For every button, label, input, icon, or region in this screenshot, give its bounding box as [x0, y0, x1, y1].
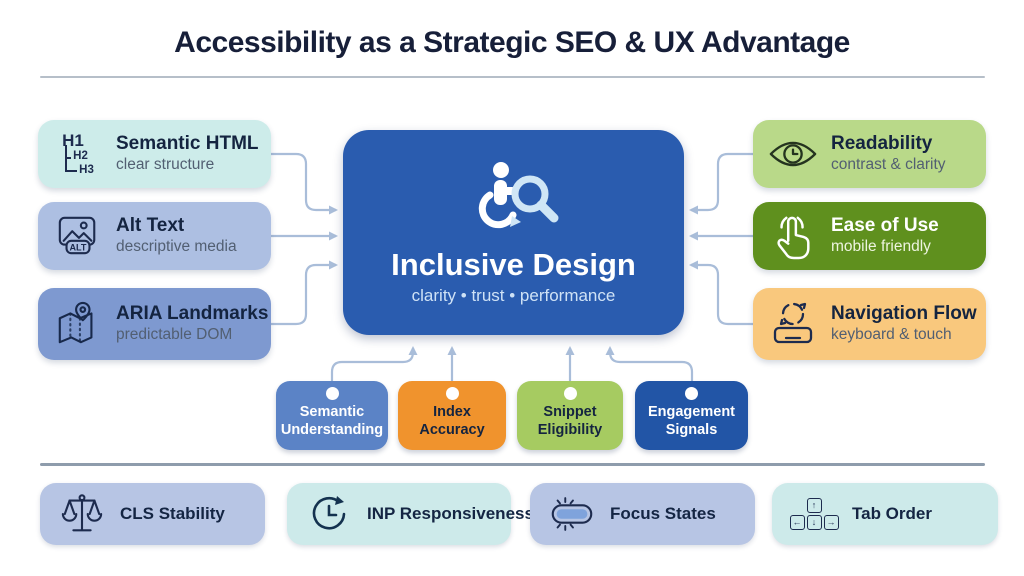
card-readability: Readability contrast & clarity [753, 120, 986, 188]
anchor-dot [445, 387, 459, 400]
title-divider [40, 76, 985, 78]
card-tab-order: ↑ ← ↓ → Tab Order [772, 483, 998, 545]
card-title: Semantic HTML [116, 133, 259, 155]
center-inclusive-design: Inclusive Design clarity • trust • perfo… [343, 130, 684, 335]
card-subtitle: contrast & clarity [831, 156, 946, 174]
card-title: Ease of Use [831, 215, 939, 237]
map-landmark-icon [53, 301, 103, 347]
center-title: Inclusive Design [391, 246, 636, 282]
accessibility-magnifier-icon [464, 160, 564, 239]
card-alt-text: ALT Alt Text descriptive media [38, 202, 271, 270]
eye-clock-icon [768, 136, 818, 172]
card-title: ARIA Landmarks [116, 303, 269, 325]
signal-semantic-understanding: Semantic Understanding [276, 381, 388, 450]
card-title: Alt Text [116, 215, 185, 237]
anchor-dot [325, 387, 339, 400]
clock-refresh-icon [304, 493, 354, 535]
alt-text-icon: ALT [53, 214, 103, 258]
card-focus-states: Focus States [530, 483, 755, 545]
card-subtitle: descriptive media [116, 238, 237, 256]
balance-scale-icon [57, 491, 107, 537]
card-navigation-flow: Navigation Flow keyboard & touch [753, 288, 986, 360]
page-title: Accessibility as a Strategic SEO & UX Ad… [174, 26, 850, 59]
card-subtitle: keyboard & touch [831, 326, 952, 344]
signal-index-accuracy: Index Accuracy [398, 381, 506, 450]
card-semantic-html: H1 H2 H3 Semantic HTML clear structure [38, 120, 271, 188]
footer-divider [40, 463, 985, 466]
card-subtitle: predictable DOM [116, 326, 233, 344]
card-ease-of-use: Ease of Use mobile friendly [753, 202, 986, 270]
anchor-dot [685, 387, 698, 400]
anchor-dot [563, 387, 577, 400]
card-subtitle: mobile friendly [831, 238, 931, 256]
card-cls-stability: CLS Stability [40, 483, 265, 545]
svg-text:ALT: ALT [70, 242, 87, 252]
card-subtitle: clear structure [116, 156, 215, 174]
center-subtitle: clarity • trust • performance [411, 285, 616, 305]
heading-structure-icon: H1 H2 H3 [62, 131, 94, 176]
arrow-keys-icon: ↑ ← ↓ → [789, 498, 839, 530]
card-title: Navigation Flow [831, 303, 977, 325]
tap-gesture-icon [768, 212, 818, 260]
card-inp-responsiveness: INP Responsiveness [287, 483, 534, 545]
keyboard-target-icon [768, 301, 818, 347]
signal-engagement-signals: Engagement Signals [635, 381, 748, 450]
focus-button-icon [547, 494, 597, 534]
signal-snippet-eligibility: Snippet Eligibility [517, 381, 623, 450]
card-aria-landmarks: ARIA Landmarks predictable DOM [38, 288, 271, 360]
card-title: Readability [831, 133, 933, 155]
